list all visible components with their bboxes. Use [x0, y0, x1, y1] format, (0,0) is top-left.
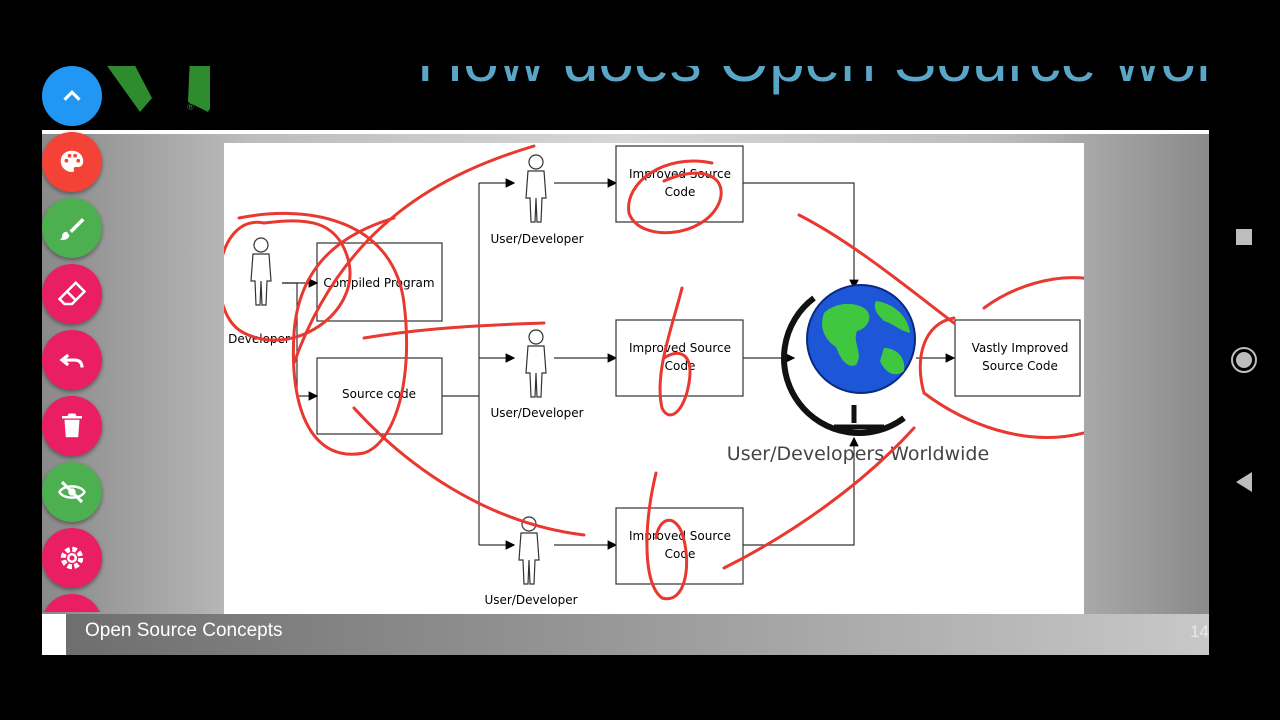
user-developer-figure-bottom: [518, 516, 540, 585]
header-divider: [42, 130, 1209, 134]
color-button[interactable]: [42, 132, 102, 192]
brush-icon: [59, 218, 85, 240]
improved-source-line1-middle: Improved Source: [629, 341, 731, 355]
globe-icon: [781, 284, 916, 436]
home-button[interactable]: [1224, 340, 1264, 380]
eye-off-icon: [58, 480, 86, 504]
vastly-improved-box: [954, 319, 1081, 397]
improved-source-box-middle: [615, 319, 744, 397]
footer-left-strip: [42, 614, 66, 655]
eraser-button[interactable]: [42, 264, 102, 324]
user-developer-label-middle: User/Developer: [490, 406, 583, 420]
trash-icon: [62, 413, 82, 438]
settings-button[interactable]: [42, 528, 102, 588]
undo-icon: [59, 353, 84, 368]
improved-source-line2-top: Code: [665, 185, 696, 199]
chevron-up-icon: [63, 90, 81, 101]
open-source-diagram: Developer Compiled Program Source code U…: [224, 143, 1084, 614]
improved-source-box-bottom: [615, 507, 744, 585]
vastly-improved-line1: Vastly Improved: [972, 341, 1069, 355]
source-code-box: [316, 357, 443, 435]
recents-icon: [1236, 229, 1252, 245]
eraser-icon: [57, 280, 87, 306]
logo-icon: ®: [107, 66, 210, 113]
user-developer-figure-middle: [525, 329, 547, 398]
svg-text:®: ®: [186, 103, 195, 113]
improved-source-box-top: [615, 145, 744, 223]
home-icon: [1231, 347, 1257, 373]
user-developer-figure-top: [525, 154, 547, 223]
compiled-program-label: Compiled Program: [323, 276, 434, 290]
more-button[interactable]: [42, 594, 102, 612]
slide-footer: Open Source Concepts 14: [66, 614, 1209, 655]
back-icon: [1236, 472, 1252, 492]
user-developer-label-top: User/Developer: [490, 232, 583, 246]
improved-source-line2-bottom: Code: [665, 547, 696, 561]
slide-title: How does Open Source work?: [417, 66, 1209, 96]
pen-annotations: [224, 144, 1084, 601]
back-button[interactable]: [1224, 462, 1264, 502]
palette-icon: [60, 150, 84, 172]
worldwide-label: User/Developers Worldwide: [727, 443, 989, 465]
collapse-toolbar-button[interactable]: [42, 66, 102, 126]
improved-source-line1-bottom: Improved Source: [629, 529, 731, 543]
annotation-toolbar: [0, 0, 110, 612]
source-code-label: Source code: [342, 387, 416, 401]
vastly-improved-line2: Source Code: [982, 359, 1058, 373]
delete-button[interactable]: [42, 396, 102, 456]
user-developer-label-bottom: User/Developer: [484, 593, 577, 607]
undo-button[interactable]: [42, 330, 102, 390]
slide-header: ® How does Open Source work?: [42, 66, 1209, 130]
brush-button[interactable]: [42, 198, 102, 258]
slide-page-number: 14: [1190, 622, 1209, 641]
developer-figure: [250, 237, 272, 306]
gear-icon: [60, 546, 84, 570]
hide-annotations-button[interactable]: [42, 462, 102, 522]
recents-button[interactable]: [1224, 217, 1264, 257]
footer-title: Open Source Concepts: [85, 620, 283, 641]
